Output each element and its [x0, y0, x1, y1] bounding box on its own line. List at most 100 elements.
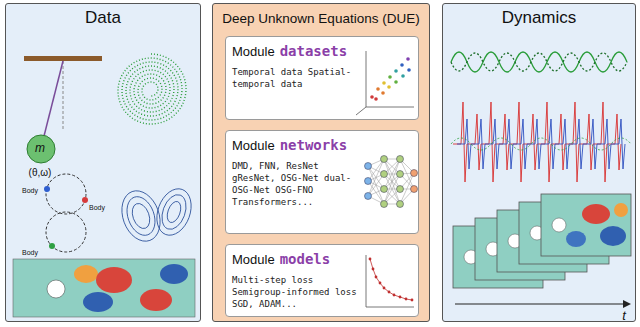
module-word: Module: [232, 44, 275, 59]
vortex: [74, 265, 98, 283]
module-box: Module modelsMulti-step loss Semigroup-in…: [225, 244, 419, 317]
body-dot: [49, 243, 55, 249]
module-heading: Module networks: [232, 136, 412, 154]
neuron: [381, 186, 388, 193]
loss-dot: [379, 282, 382, 285]
lorenz-loop: [165, 200, 184, 225]
plot-axes: [366, 255, 414, 307]
data-dot: [388, 75, 392, 79]
module-name: datasets: [280, 43, 347, 59]
vortex: [160, 264, 188, 284]
data-dot: [401, 74, 405, 78]
data-illustration: [6, 4, 202, 323]
panel-title: Dynamics: [443, 4, 635, 28]
pendulum-ceiling: [24, 56, 102, 61]
neuron: [397, 171, 404, 178]
data-dot: [400, 63, 404, 67]
panel-title: Deep Unknown Equations (DUE): [213, 4, 429, 26]
data-dot: [370, 95, 374, 99]
signal-blue: [457, 119, 625, 169]
neuron: [397, 156, 404, 163]
lorenz-loop: [158, 191, 191, 232]
neuron: [381, 201, 388, 208]
data-dot: [387, 85, 391, 89]
flow-frame: [497, 210, 587, 272]
neuron: [365, 193, 372, 200]
pendulum-mass: [27, 135, 55, 163]
framework-panel: Deep Unknown Equations (DUE) Module datas…: [212, 3, 430, 322]
vortex: [83, 292, 113, 312]
mass-label: m: [35, 141, 45, 155]
flow-frame: [453, 226, 543, 288]
flow-frame: [475, 218, 565, 280]
module-contents: Multi-step loss Semigroup-informed loss …: [232, 274, 362, 310]
data-panel: Data: [5, 3, 201, 322]
loss-dot: [405, 298, 408, 301]
body-label: Body: [22, 249, 38, 256]
body-dot: [44, 186, 50, 192]
dynamics-illustration: [443, 4, 637, 323]
time-label: t: [622, 308, 626, 323]
signal-green: [451, 138, 631, 150]
body-label: Body: [22, 187, 38, 194]
neuron: [397, 186, 404, 193]
module-heading: Module datasets: [232, 42, 412, 60]
loss-curve: [370, 259, 412, 300]
vortex: [96, 267, 132, 293]
data-dot: [374, 97, 378, 101]
state-label: (θ,ω): [29, 167, 52, 178]
loss-dot: [388, 291, 391, 294]
flow-frame: [541, 194, 631, 256]
data-dot: [407, 68, 411, 72]
orbit-circle: [46, 174, 86, 214]
loss-dot: [411, 299, 414, 302]
data-dot: [382, 81, 386, 85]
module-word: Module: [232, 138, 275, 153]
neuron: [411, 170, 418, 177]
lorenz-loop: [151, 184, 197, 240]
lorenz-loop: [122, 193, 160, 239]
body-dot: [82, 197, 88, 203]
module-heading: Module models: [232, 250, 412, 268]
data-dot: [406, 57, 410, 61]
flow-frame: [519, 202, 609, 264]
pendulum-string: [44, 61, 63, 136]
module-name: networks: [280, 137, 347, 153]
loss-dot: [369, 258, 372, 261]
data-dot: [394, 69, 398, 73]
neuron: [397, 201, 404, 208]
loss-dot: [399, 296, 402, 299]
dynamics-panel: Dynamics: [442, 3, 636, 322]
module-word: Module: [232, 252, 275, 267]
module-box: Module datasetsTemporal data Spatial-temp…: [225, 36, 419, 120]
loss-dot: [393, 294, 396, 297]
phase-spiral: [118, 54, 186, 124]
data-dot: [376, 87, 380, 91]
data-dot: [381, 91, 385, 95]
time-arrowhead: [623, 300, 631, 308]
neuron: [365, 163, 372, 170]
neuron: [411, 186, 418, 193]
module-name: models: [280, 251, 331, 267]
neuron: [365, 178, 372, 185]
loss-dot: [372, 268, 375, 271]
plot-axes: [356, 51, 414, 115]
module-contents: Temporal data Spatial-temporal data: [232, 66, 362, 90]
loss-dot: [383, 287, 386, 290]
lorenz-loop: [115, 185, 167, 246]
wave-solid: [451, 52, 627, 72]
pendulum-rest-line: [63, 61, 64, 129]
cylinder: [47, 280, 65, 298]
body-label: Body: [89, 204, 105, 211]
signal-red: [453, 102, 621, 182]
loss-dot: [375, 276, 378, 279]
time-axis: [455, 303, 624, 304]
data-dot: [394, 80, 398, 84]
module-box: ModulenetworksDMD, FNN, ResNet gResNet, …: [225, 130, 419, 234]
orbit-circle: [46, 212, 86, 252]
panel-title: Data: [6, 4, 200, 28]
network-links: [368, 159, 414, 204]
flow-field: [13, 259, 195, 317]
lorenz-loop: [129, 201, 153, 231]
